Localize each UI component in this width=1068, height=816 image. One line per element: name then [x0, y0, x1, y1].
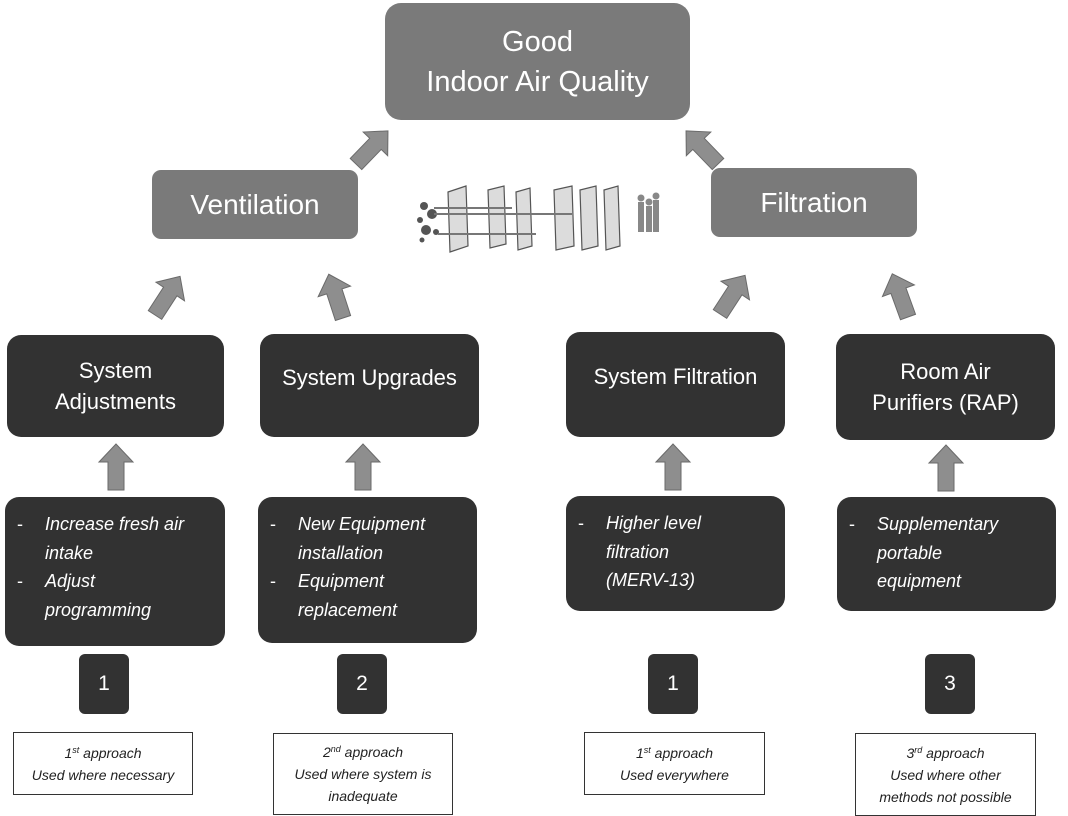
ventilation-box: Ventilation — [152, 170, 358, 239]
desc-list: - New Equipment installation - Equipment r… — [270, 510, 425, 624]
desc-box-system-adjustments: - Increase fresh air intake - Adjust progr… — [5, 497, 225, 646]
approach-ordinal: 2 — [322, 744, 331, 760]
approach-suffix: nd — [330, 744, 341, 754]
desc-item: - New Equipment installation — [270, 510, 425, 567]
approach-usage: Used everywhere — [620, 766, 729, 783]
approach-ordinal: 1 — [64, 744, 73, 761]
approach-word: approach — [922, 744, 985, 761]
ventilation-label: Ventilation — [190, 188, 320, 220]
approach-note: 2nd approach Used where system is inadeq… — [273, 733, 453, 815]
approach-label: 2nd approach — [323, 741, 403, 763]
approach-note: 1st approach Used everywhere — [584, 732, 765, 795]
approach-usage: Used where necessary — [31, 766, 175, 783]
bullet-dash: - — [270, 514, 276, 534]
priority-badge: 1 — [79, 654, 129, 714]
approach-ordinal: 1 — [635, 744, 644, 761]
arrow-desc3-up — [655, 443, 691, 491]
desc-item: - Higher level filtration (MERV-13) — [578, 509, 701, 595]
approach-usage: Used where other methods not possible — [879, 766, 1012, 805]
approach-label: 1st approach — [636, 742, 713, 764]
goal-box: Good Indoor Air Quality — [385, 3, 690, 120]
approach-word: approach — [650, 744, 714, 761]
arrow-desc2-up — [345, 443, 381, 491]
bullet-dash: - — [578, 513, 584, 533]
arrow-sysfiltration-to-filtration — [705, 265, 760, 324]
goal-line2: Indoor Air Quality — [426, 65, 649, 98]
approach-word: approach — [79, 744, 142, 761]
approach-suffix: st — [643, 744, 651, 755]
desc-box-room-air-purifiers: - Supplementary portable equipment — [837, 497, 1056, 611]
bullet-dash: - — [849, 514, 855, 534]
priority-number: 3 — [944, 672, 956, 695]
priority-number: 1 — [98, 672, 110, 695]
arrow-desc4-up — [928, 444, 964, 492]
priority-number: 2 — [356, 672, 368, 695]
method-box-room-air-purifiers: Room Air Purifiers (RAP) — [836, 334, 1055, 440]
desc-text: Higher level filtration (MERV-13) — [606, 513, 702, 590]
method-box-system-adjustments: System Adjustments — [7, 335, 224, 437]
arrow-upgrades-to-ventilation — [312, 268, 360, 324]
method-title: System Adjustments — [54, 358, 177, 414]
method-title: System Upgrades — [282, 365, 457, 390]
approach-suffix: st — [72, 744, 80, 755]
arrow-desc1-up — [98, 443, 134, 491]
approach-note: 3rd approach Used where other methods no… — [855, 733, 1036, 816]
method-box-system-upgrades: System Upgrades — [260, 334, 479, 437]
desc-text: New Equipment installation — [298, 514, 426, 563]
desc-item: - Supplementary portable equipment — [849, 510, 998, 596]
desc-text: Increase fresh air intake — [45, 514, 185, 563]
bullet-dash: - — [270, 571, 276, 591]
layered-filter-barrier-icon — [417, 185, 660, 253]
priority-badge: 2 — [337, 654, 387, 714]
desc-item: - Increase fresh air intake — [17, 510, 184, 567]
desc-list: - Supplementary portable equipment — [849, 510, 998, 596]
desc-box-system-upgrades: - New Equipment installation - Equipment r… — [258, 497, 477, 643]
desc-text: Supplementary portable equipment — [877, 514, 999, 591]
desc-item: - Adjust programming — [17, 567, 184, 624]
approach-label: 3rd approach — [906, 742, 984, 764]
desc-list: - Higher level filtration (MERV-13) — [578, 509, 701, 595]
method-title: Room Air Purifiers (RAP) — [872, 359, 1019, 415]
priority-badge: 3 — [925, 654, 975, 714]
desc-item: - Equipment replacement — [270, 567, 425, 624]
goal-line1: Good — [502, 25, 573, 58]
filtration-box: Filtration — [711, 168, 917, 237]
method-title: System Filtration — [593, 364, 758, 389]
approach-suffix: rd — [914, 744, 923, 755]
approach-note: 1st approach Used where necessary — [13, 732, 193, 795]
bullet-dash: - — [17, 514, 23, 534]
method-box-system-filtration: System Filtration — [566, 332, 785, 437]
arrow-ventilation-to-goal — [343, 118, 401, 177]
approach-word: approach — [340, 744, 404, 760]
approach-ordinal: 3 — [906, 744, 915, 761]
desc-text: Adjust programming — [45, 571, 152, 620]
arrow-adjustments-to-ventilation — [140, 266, 195, 325]
desc-list: - Increase fresh air intake - Adjust progr… — [17, 510, 184, 624]
priority-badge: 1 — [648, 654, 698, 714]
approach-label: 1st approach — [64, 742, 141, 764]
approach-usage: Used where system is inadequate — [294, 766, 432, 804]
desc-box-system-filtration: - Higher level filtration (MERV-13) — [566, 496, 785, 611]
bullet-dash: - — [17, 571, 23, 591]
desc-text: Equipment replacement — [298, 571, 398, 620]
filtration-label: Filtration — [760, 186, 868, 218]
priority-number: 1 — [667, 672, 679, 695]
arrow-rap-to-filtration — [875, 267, 925, 324]
